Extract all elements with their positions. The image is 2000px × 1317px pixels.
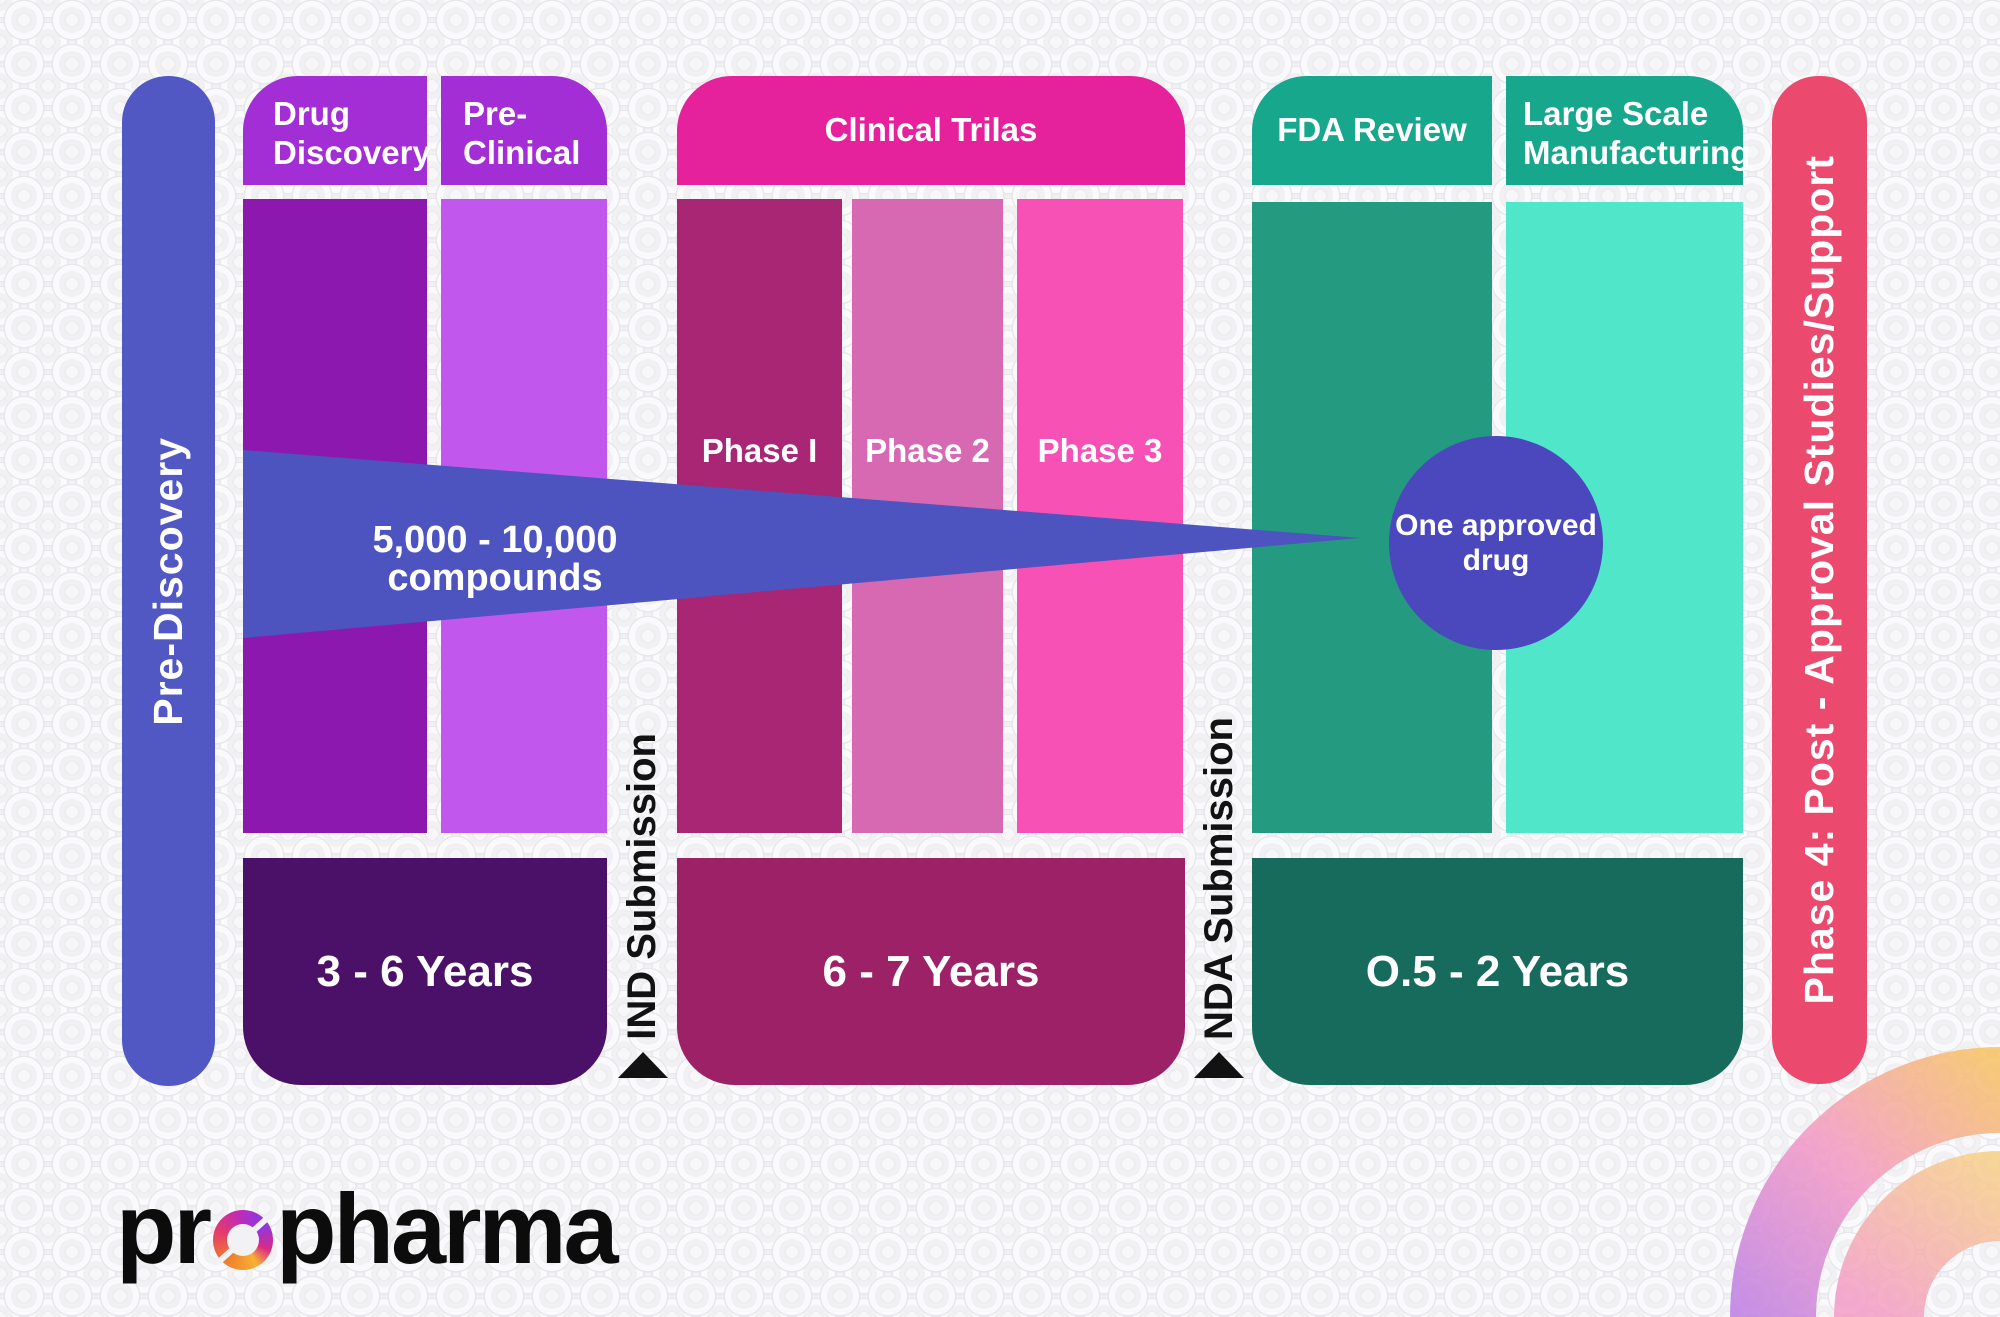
compound-funnel-label: 5,000 - 10,000 compounds [372, 519, 618, 599]
drug-discovery-header-label: Drug Discovery [273, 95, 431, 171]
phase-1-column: Phase I [677, 199, 842, 833]
drug-discovery-header: Drug Discovery [243, 76, 431, 185]
approval-duration-box: O.5 - 2 Years [1252, 858, 1743, 1085]
phase-3-label: Phase 3 [1037, 432, 1163, 469]
large-scale-manufacturing-header-label: Large Scale Manufacturing [1523, 95, 1751, 171]
ind-submission-label: IND Submission [620, 733, 664, 1040]
clinical-duration-box: 6 - 7 Years [677, 858, 1185, 1085]
phase-2-column: Phase 2 [852, 199, 1003, 833]
drug-discovery-column [243, 199, 427, 833]
phase-4-label: Phase 4: Post - Approval Studies/Support [1796, 155, 1842, 1005]
phase-4-bar: Phase 4: Post - Approval Studies/Support [1772, 76, 1867, 1084]
nda-submission-marker: NDA Submission [1185, 540, 1253, 1078]
nda-arrow-icon [1194, 1052, 1244, 1078]
discovery-duration-label: 3 - 6 Years [316, 946, 534, 996]
propharma-logo: pr pharma [116, 1173, 619, 1284]
pre-clinical-header-label: Pre-Clinical [463, 95, 581, 171]
ind-arrow-icon [617, 1052, 668, 1078]
pre-discovery-label: Pre-Discovery [145, 436, 191, 726]
ind-submission-marker: IND Submission [607, 540, 678, 1078]
clinical-trials-header-label: Clinical Trilas [824, 111, 1038, 149]
phase-3-column: Phase 3 [1017, 199, 1183, 833]
phase-2-label: Phase 2 [865, 432, 990, 469]
approval-duration-label: O.5 - 2 Years [1365, 946, 1630, 996]
nda-submission-label: NDA Submission [1196, 717, 1241, 1040]
logo-text-pre: pr [116, 1173, 212, 1284]
logo-text-post: pharma [276, 1173, 619, 1284]
pre-discovery-bar: Pre-Discovery [122, 76, 215, 1086]
fda-review-header: FDA Review [1252, 76, 1492, 185]
discovery-duration-box: 3 - 6 Years [243, 858, 607, 1085]
pre-clinical-header: Pre-Clinical [441, 76, 607, 185]
logo-ring-o-icon [213, 1210, 273, 1271]
pre-clinical-column [441, 199, 607, 833]
large-scale-manufacturing-header: Large Scale Manufacturing [1506, 76, 1751, 185]
phase-1-label: Phase I [701, 432, 818, 469]
clinical-trials-header: Clinical Trilas [677, 76, 1185, 185]
clinical-duration-label: 6 - 7 Years [822, 946, 1040, 996]
fda-review-header-label: FDA Review [1277, 111, 1467, 149]
approved-drug-label: One approved drug [1395, 508, 1597, 577]
approved-drug-circle: One approved drug [1389, 436, 1603, 650]
